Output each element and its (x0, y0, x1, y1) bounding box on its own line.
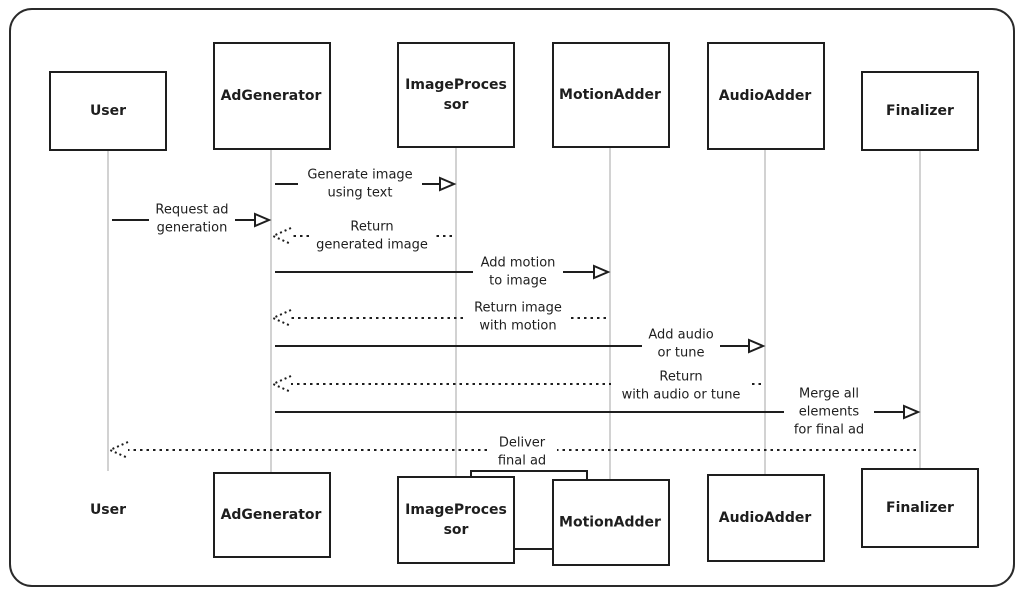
arrowhead-3 (593, 264, 611, 280)
participant-box-top-final (861, 71, 979, 151)
lifelines (107, 147, 921, 480)
participant-label-bottom-audio: AudioAdder (719, 510, 812, 526)
participant-box-top-imgproc (397, 42, 515, 148)
message-label-bg-1 (149, 201, 235, 237)
participant-label-bottom-motion: MotionAdder (559, 515, 661, 531)
diagram-frame (9, 8, 1015, 587)
arrowhead-8 (107, 441, 129, 459)
participant-label-bottom-user: User (90, 502, 126, 518)
participant-box-bottom-motion (552, 479, 670, 566)
participant-label-top-motion: MotionAdder (559, 87, 661, 103)
participant-box-top-user (49, 71, 167, 151)
arrowhead-7 (903, 404, 921, 420)
participant-label-top-adgen: AdGenerator (221, 88, 322, 104)
participant-box-top-adgen (213, 42, 331, 150)
participant-box-top-motion (552, 42, 670, 148)
participant-box-top-audio (707, 42, 825, 150)
participant-label-top-final: Finalizer (886, 103, 954, 119)
arrowhead-6 (270, 375, 292, 393)
participant-box-bottom-imgproc (397, 476, 515, 564)
participant-boxes: UserUserAdGeneratorAdGeneratorImageProce… (49, 42, 979, 566)
participant-label-top-audio: AudioAdder (719, 88, 812, 104)
message-label-bg-6 (611, 368, 751, 404)
participant-box-bottom-audio (707, 474, 825, 562)
participant-label-bottom-final: Finalizer (886, 500, 954, 516)
message-label-bg-8 (487, 434, 557, 470)
arrowhead-4 (270, 309, 292, 327)
message-label-bg-0 (298, 166, 422, 202)
arrowhead-5 (748, 338, 766, 354)
message-label-bg-2 (311, 218, 433, 254)
message-label-bg-7 (784, 385, 874, 439)
participant-label-bottom-adgen: AdGenerator (221, 507, 322, 523)
arrowhead-0 (439, 176, 457, 192)
message-label-bg-4 (466, 299, 570, 335)
arrowhead-2 (270, 227, 292, 245)
message-label-bg-3 (473, 254, 563, 290)
participant-box-bottom-adgen (213, 472, 331, 558)
participant-box-bottom-final (861, 468, 979, 548)
message-label-bg-5 (642, 326, 720, 362)
participant-label-top-user: User (90, 103, 126, 119)
arrowhead-1 (254, 212, 272, 228)
